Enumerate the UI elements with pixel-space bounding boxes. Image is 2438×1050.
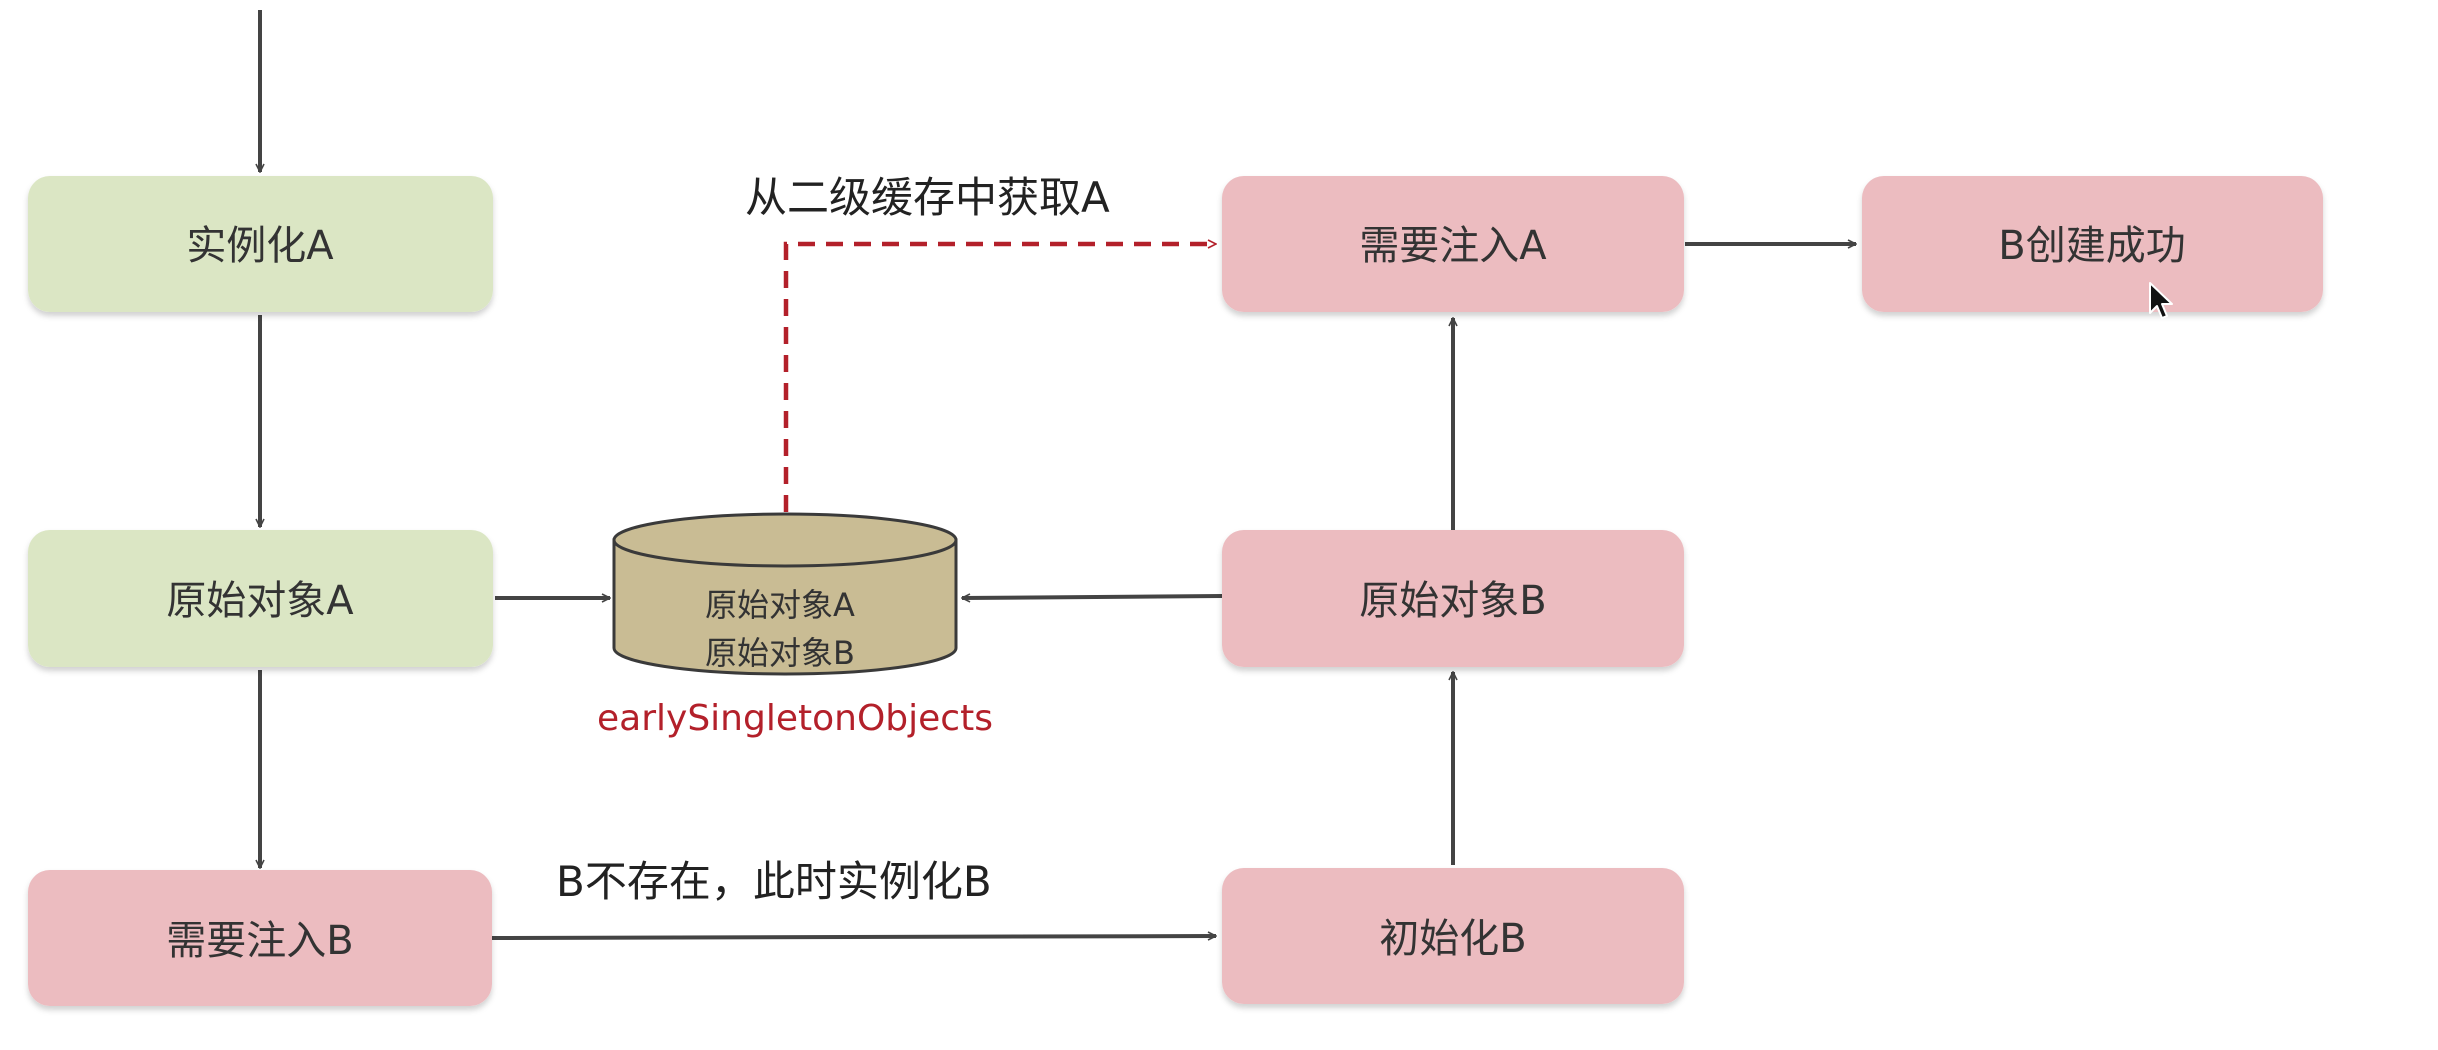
cache-item-raw-b: 原始对象B [705,634,855,672]
node-b-created [1862,176,2323,312]
node-need-inject-a [1222,176,1684,312]
node-need-inject-b-label: 需要注入B [166,918,353,964]
dashed-arrow-cache-to-need-inject-a [783,244,1216,512]
node-init-b-label: 初始化B [1379,916,1526,962]
node-raw-object-a [28,530,493,667]
node-instantiate-a-label: 实例化A [186,223,334,269]
cache-caption: earlySingletonObjects [597,698,993,739]
cache-item-raw-a: 原始对象A [705,586,855,624]
arrow-need-inject-b-to-init-b [491,936,1216,938]
node-b-created-label: B创建成功 [1998,223,2185,269]
node-instantiate-a [28,176,493,312]
node-raw-object-b [1222,530,1684,667]
node-need-inject-a-label: 需要注入A [1359,223,1547,269]
node-raw-object-a-label: 原始对象A [166,578,354,624]
edge-label-from-second-cache: 从二级缓存中获取A [745,173,1110,222]
node-need-inject-b [28,870,492,1006]
cache-cylinder [612,512,958,676]
edges [260,10,1856,938]
arrow-raw-b-to-cache [962,596,1223,598]
mouse-pointer-icon [2149,282,2173,319]
node-init-b [1222,868,1684,1004]
edge-label-b-not-exist: B不存在，此时实例化B [556,857,992,906]
node-raw-object-b-label: 原始对象B [1359,578,1546,624]
